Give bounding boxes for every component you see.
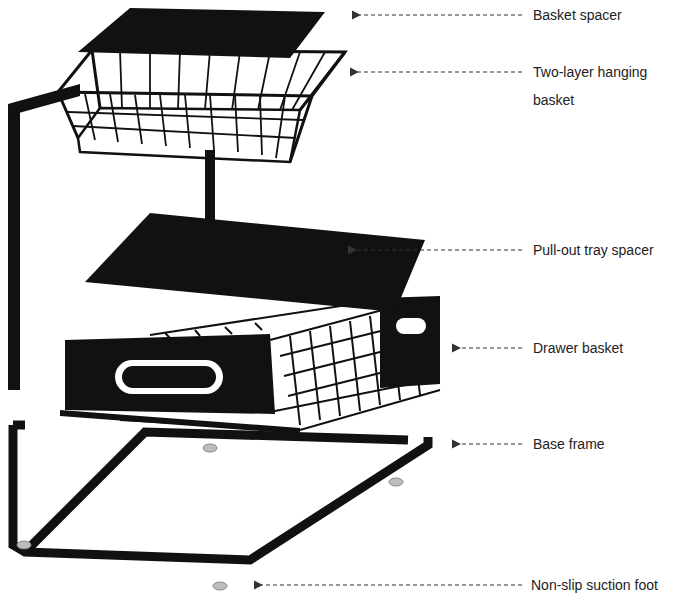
part-label: Two-layer hanging basket [533,58,663,114]
tray-spacer [85,213,425,312]
base-frame [13,425,428,560]
part-label: Non-slip suction foot [531,571,674,598]
suction-foot [17,444,403,590]
drawer-basket [60,296,440,434]
part-label: Basket spacer [533,1,673,29]
hanging-basket [58,50,345,162]
part-label: Base frame [533,430,673,458]
part-label: Drawer basket [533,334,673,362]
part-label: Pull-out tray spacer [533,236,673,264]
leader-line [262,15,522,585]
basket-spacer [78,8,325,58]
